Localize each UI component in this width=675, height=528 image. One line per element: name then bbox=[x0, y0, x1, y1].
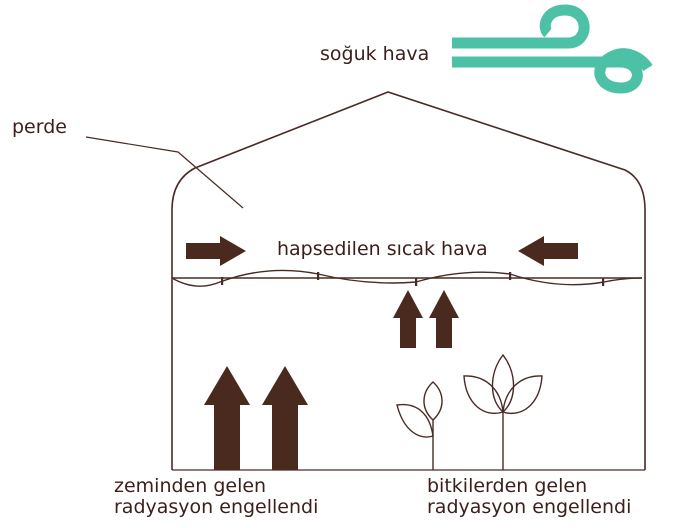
ground-radiation-label: zeminden gelen radyasyon engellendi bbox=[114, 476, 318, 518]
wind-stroke-upper bbox=[452, 4, 590, 49]
curtain-leader-line bbox=[85, 136, 244, 209]
plant-radiation-label-line1: bitkilerden gelen bbox=[427, 475, 588, 497]
curtain-hook bbox=[509, 272, 512, 280]
cold-air-label: soğuk hava bbox=[320, 43, 430, 65]
ground-radiation-label-line2: radyasyon engellendi bbox=[114, 496, 319, 518]
plant-leaf-left bbox=[463, 375, 504, 414]
plant-icon bbox=[463, 353, 543, 470]
arrow-icon-up-large bbox=[262, 366, 308, 470]
arrow-icon-up-large bbox=[204, 366, 250, 470]
plant-radiation-label: bitkilerden gelen radyasyon engellendi bbox=[427, 476, 631, 518]
arrow-icon-up-small bbox=[393, 290, 423, 348]
plant-leaf-left bbox=[396, 403, 434, 438]
ground-radiation-label-line1: zeminden gelen bbox=[114, 475, 267, 497]
wind-icon bbox=[452, 4, 653, 94]
curtain-hooks bbox=[221, 272, 605, 286]
plant-leaf-center bbox=[423, 381, 443, 421]
curtain-label: perde bbox=[12, 116, 67, 138]
plant-radiation-label-line2: radyasyon engellendi bbox=[427, 496, 632, 518]
arrow-icon-right bbox=[186, 236, 246, 266]
arrow-icon-left bbox=[518, 236, 578, 266]
greenhouse-outline bbox=[171, 91, 646, 470]
plant-leaf-right bbox=[502, 375, 543, 414]
trapped-heat-label: hapsedilen sıcak hava bbox=[277, 238, 488, 260]
plant-leaf-center bbox=[491, 353, 515, 413]
curtain-hook bbox=[317, 272, 320, 280]
plant-icon bbox=[396, 381, 443, 470]
curtain-hook bbox=[221, 277, 224, 285]
curtain-hook bbox=[602, 278, 605, 286]
curtain-hook bbox=[415, 278, 418, 286]
wind-stroke-lower bbox=[452, 48, 653, 94]
arrow-icon-up-small bbox=[429, 290, 459, 348]
